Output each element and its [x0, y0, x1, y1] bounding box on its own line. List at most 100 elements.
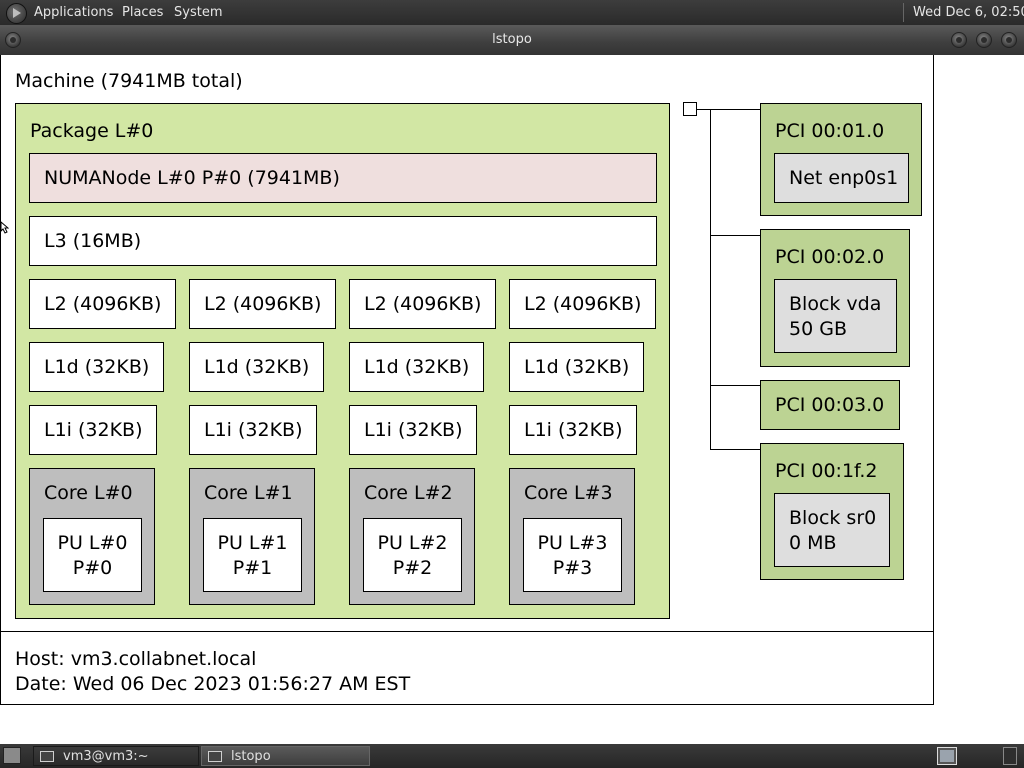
maximize-button[interactable] — [976, 32, 992, 48]
top-panel: Applications Places System Wed Dec 6, 02… — [0, 0, 1024, 25]
window-menu-button[interactable] — [5, 32, 21, 48]
os-device-label: Net enp0s1 — [789, 167, 899, 189]
core-box: Core L#0 PU L#0 P#0 — [29, 468, 155, 605]
machine-label: Machine (7941MB total) — [15, 70, 243, 92]
taskbar: vm3@vm3:~ lstopo — [0, 744, 1024, 768]
pu-box: PU L#1 P#1 — [203, 518, 302, 592]
pci-label: PCI 00:1f.2 — [775, 460, 878, 482]
os-device-box: Net enp0s1 — [774, 153, 909, 203]
core-box: Core L#1 PU L#1 P#1 — [189, 468, 315, 605]
l1d-cache-box: L1d (32KB) — [189, 342, 324, 392]
os-device-box: Block sr0 0 MB — [774, 493, 890, 567]
pci-link-line — [710, 449, 760, 450]
os-device-label: Block sr0 — [789, 507, 877, 529]
numa-node-label: NUMANode L#0 P#0 (7941MB) — [44, 167, 340, 189]
os-device-size: 0 MB — [789, 532, 837, 554]
bus-line — [710, 109, 711, 450]
pu-box: PU L#2 P#2 — [363, 518, 462, 592]
pci-box: PCI 00:02.0 Block vda 50 GB — [760, 229, 910, 367]
taskbar-item-terminal[interactable]: vm3@vm3:~ — [33, 746, 199, 766]
window-title: lstopo — [492, 32, 532, 47]
host-bridge-box — [683, 102, 697, 116]
pu-physical-label: P#1 — [232, 557, 273, 579]
l2-cache-box: L2 (4096KB) — [189, 279, 336, 329]
numa-node-box: NUMANode L#0 P#0 (7941MB) — [29, 153, 657, 203]
core-box: Core L#2 PU L#2 P#2 — [349, 468, 475, 605]
package-label: Package L#0 — [30, 120, 154, 142]
l1i-cache-label: L1i (32KB) — [44, 419, 143, 441]
workspace-switcher-icon[interactable] — [937, 747, 957, 765]
l1i-cache-label: L1i (32KB) — [524, 419, 623, 441]
pu-physical-label: P#3 — [552, 557, 593, 579]
pci-label: PCI 00:02.0 — [775, 246, 885, 268]
pci-link-line — [710, 235, 760, 236]
pu-box: PU L#3 P#3 — [523, 518, 622, 592]
pu-label: PU L#0 — [57, 532, 128, 554]
l1d-cache-box: L1d (32KB) — [349, 342, 484, 392]
taskbar-item-label: vm3@vm3:~ — [63, 749, 149, 764]
os-device-size: 50 GB — [789, 318, 847, 340]
pu-label: PU L#2 — [377, 532, 448, 554]
show-desktop-icon[interactable] — [3, 747, 21, 764]
window-title-bar[interactable]: lstopo — [0, 25, 1024, 55]
legend-date: Date: Wed 06 Dec 2023 01:56:27 AM EST — [15, 673, 411, 695]
l3-cache-box: L3 (16MB) — [29, 216, 657, 266]
package-box: Package L#0 NUMANode L#0 P#0 (7941MB) L3… — [15, 103, 670, 619]
taskbar-item-label: lstopo — [231, 749, 271, 764]
l1d-cache-label: L1d (32KB) — [524, 356, 630, 378]
pci-label: PCI 00:03.0 — [775, 394, 885, 416]
pu-label: PU L#3 — [537, 532, 608, 554]
os-device-box: Block vda 50 GB — [774, 279, 897, 353]
pci-box: PCI 00:03.0 — [760, 380, 900, 430]
gnome-foot-icon[interactable] — [6, 3, 27, 24]
l1d-cache-label: L1d (32KB) — [44, 356, 150, 378]
l1d-cache-label: L1d (32KB) — [204, 356, 310, 378]
pu-label: PU L#1 — [217, 532, 288, 554]
legend-divider — [1, 631, 934, 632]
l2-cache-box: L2 (4096KB) — [349, 279, 496, 329]
terminal-icon — [40, 751, 54, 762]
clock[interactable]: Wed Dec 6, 02:50 — [913, 5, 1024, 20]
pu-box: PU L#0 P#0 — [43, 518, 142, 592]
l1i-cache-box: L1i (32KB) — [29, 405, 157, 455]
core-label: Core L#2 — [364, 482, 453, 504]
taskbar-item-lstopo[interactable]: lstopo — [201, 746, 370, 766]
l1i-cache-label: L1i (32KB) — [204, 419, 303, 441]
pci-link-line — [710, 385, 760, 386]
lstopo-canvas: Machine (7941MB total) Package L#0 NUMAN… — [0, 55, 934, 705]
pci-label: PCI 00:01.0 — [775, 120, 885, 142]
menu-applications[interactable]: Applications — [34, 5, 114, 20]
menu-places[interactable]: Places — [122, 5, 164, 20]
bridge-line — [697, 109, 711, 110]
core-label: Core L#0 — [44, 482, 133, 504]
l2-cache-label: L2 (4096KB) — [204, 293, 322, 315]
pu-physical-label: P#2 — [392, 557, 433, 579]
l1d-cache-label: L1d (32KB) — [364, 356, 470, 378]
l1i-cache-box: L1i (32KB) — [189, 405, 317, 455]
l1i-cache-box: L1i (32KB) — [509, 405, 637, 455]
close-button[interactable] — [1001, 32, 1017, 48]
l1d-cache-box: L1d (32KB) — [29, 342, 164, 392]
l2-cache-box: L2 (4096KB) — [509, 279, 656, 329]
pci-box: PCI 00:01.0 Net enp0s1 — [760, 103, 922, 216]
os-device-label: Block vda — [789, 293, 882, 315]
legend-host: Host: vm3.collabnet.local — [15, 648, 257, 670]
core-box: Core L#3 PU L#3 P#3 — [509, 468, 635, 605]
core-label: Core L#3 — [524, 482, 613, 504]
l1d-cache-box: L1d (32KB) — [509, 342, 644, 392]
l1i-cache-box: L1i (32KB) — [349, 405, 477, 455]
menu-system[interactable]: System — [174, 5, 223, 20]
trash-icon[interactable] — [1003, 747, 1017, 765]
pci-box: PCI 00:1f.2 Block sr0 0 MB — [760, 443, 904, 580]
l2-cache-box: L2 (4096KB) — [29, 279, 176, 329]
panel-separator — [903, 3, 904, 22]
window-icon — [208, 751, 222, 762]
l1i-cache-label: L1i (32KB) — [364, 419, 463, 441]
l3-cache-label: L3 (16MB) — [44, 230, 142, 252]
pu-physical-label: P#0 — [72, 557, 113, 579]
hand-cursor-icon — [0, 221, 9, 234]
l2-cache-label: L2 (4096KB) — [524, 293, 642, 315]
core-label: Core L#1 — [204, 482, 293, 504]
minimize-button[interactable] — [951, 32, 967, 48]
pci-link-line — [710, 109, 760, 110]
